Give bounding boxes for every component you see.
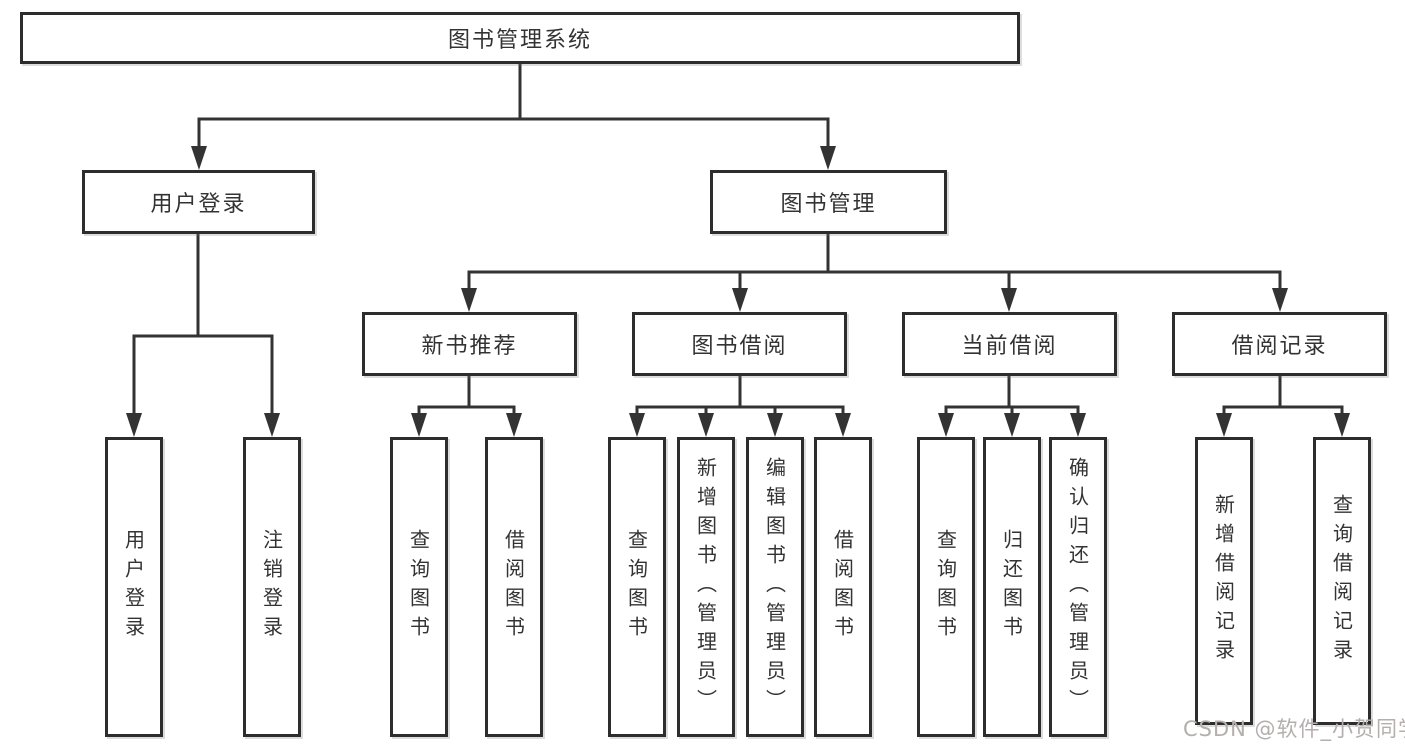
leaf-recommend-borrow-books-label: 借阅图书 [501, 529, 526, 645]
leaf-borrowing-query-books-label: 查询图书 [624, 529, 649, 645]
leaf-query-borrow-record: 查询借阅记录 [1313, 437, 1371, 725]
node-borrowing-records: 借阅记录 [1172, 312, 1387, 376]
leaf-return-books: 归还图书 [983, 437, 1041, 737]
node-new-book-recommend-label: 新书推荐 [421, 334, 518, 359]
leaf-query-borrow-record-label: 查询借阅记录 [1329, 494, 1354, 668]
leaf-edit-book-admin: 编辑图书（管理员） [746, 437, 804, 737]
leaf-current-query-books-label: 查询图书 [933, 529, 958, 645]
leaf-user-login-label: 用户登录 [121, 529, 146, 645]
leaf-logout-login-label: 注销登录 [259, 529, 284, 645]
node-current-borrowing-label: 当前借阅 [961, 334, 1058, 359]
node-borrowing-records-label: 借阅记录 [1231, 334, 1328, 359]
leaf-current-query-books: 查询图书 [917, 437, 975, 737]
node-book-borrowing-label: 图书借阅 [691, 334, 788, 359]
leaf-add-book-admin-label: 新增图书（管理员） [693, 456, 718, 718]
leaf-recommend-borrow-books: 借阅图书 [485, 437, 543, 737]
node-user-login: 用户登录 [82, 170, 315, 234]
node-user-login-label: 用户登录 [150, 192, 247, 217]
leaf-add-book-admin: 新增图书（管理员） [677, 437, 735, 737]
node-library-system-label: 图书管理系统 [447, 28, 592, 53]
leaf-confirm-return-admin-label: 确认归还（管理员） [1065, 456, 1090, 718]
leaf-recommend-query-books-label: 查询图书 [406, 529, 431, 645]
node-new-book-recommend: 新书推荐 [362, 312, 577, 376]
leaf-borrowing-query-books: 查询图书 [608, 437, 666, 737]
leaf-user-login: 用户登录 [105, 437, 163, 737]
leaf-edit-book-admin-label: 编辑图书（管理员） [762, 456, 787, 718]
leaf-confirm-return-admin: 确认归还（管理员） [1049, 437, 1107, 737]
leaf-add-borrow-record: 新增借阅记录 [1195, 437, 1253, 725]
leaf-add-borrow-record-label: 新增借阅记录 [1211, 494, 1236, 668]
node-library-system: 图书管理系统 [20, 12, 1020, 64]
leaf-borrowing-borrow-books: 借阅图书 [814, 437, 872, 737]
node-book-management: 图书管理 [710, 170, 947, 234]
node-current-borrowing: 当前借阅 [902, 312, 1117, 376]
node-book-borrowing: 图书借阅 [632, 312, 847, 376]
leaf-recommend-query-books: 查询图书 [390, 437, 448, 737]
leaf-return-books-label: 归还图书 [999, 529, 1024, 645]
leaf-logout-login: 注销登录 [243, 437, 301, 737]
csdn-watermark: CSDN @软件_小贺同学 [1183, 717, 1405, 741]
node-book-management-label: 图书管理 [780, 192, 877, 217]
leaf-borrowing-borrow-books-label: 借阅图书 [830, 529, 855, 645]
